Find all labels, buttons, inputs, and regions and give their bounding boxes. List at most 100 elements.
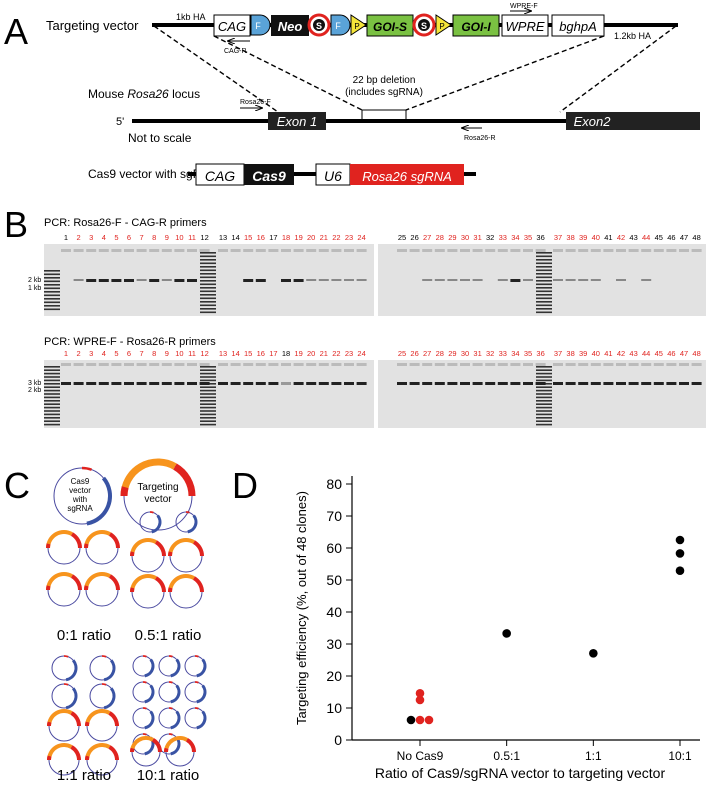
lane-number: 41 <box>604 233 612 242</box>
lane-number: 2 <box>77 349 81 358</box>
lane-number: 23 <box>345 349 353 358</box>
lane-number: 1 <box>64 233 68 242</box>
ladder-band <box>536 372 552 375</box>
gel-band <box>641 279 652 281</box>
gel-band <box>578 382 589 385</box>
gel-band <box>161 382 172 385</box>
ladder-band <box>536 290 552 293</box>
cas9-plasmid <box>132 655 155 678</box>
goii-label: GOI-I <box>461 20 491 34</box>
gel-well <box>523 249 533 252</box>
data-point <box>415 715 425 725</box>
gel-well <box>472 363 483 366</box>
lane-number: 31 <box>473 349 481 358</box>
ladder-band <box>44 413 60 416</box>
cas9-plasmid <box>89 683 116 710</box>
gel-band <box>628 382 639 385</box>
y-tick-label: 80 <box>326 476 342 492</box>
ladder-band <box>200 255 216 258</box>
loxp-1-label: P <box>354 22 359 31</box>
gel-well <box>510 249 521 252</box>
gel-well <box>578 249 589 252</box>
ladder-band <box>200 252 216 254</box>
ladder-band <box>44 366 60 368</box>
ladder-band <box>44 294 60 297</box>
lane-number: 25 <box>398 233 406 242</box>
gel-well <box>434 363 445 366</box>
ha-left-label: 1kb HA <box>176 12 206 22</box>
cag-element <box>213 14 251 37</box>
lane-number: 47 <box>680 349 688 358</box>
gel-band <box>447 279 458 281</box>
u6-label: U6 <box>324 168 342 184</box>
gel-band <box>73 279 84 281</box>
lane-number: 12 <box>200 233 208 242</box>
ratio-label-1-1: 1:1 ratio <box>57 767 111 784</box>
y-tick-label: 30 <box>326 636 342 652</box>
ladder-band <box>536 369 552 371</box>
ladder-band <box>536 389 552 392</box>
gel-well <box>255 363 266 366</box>
x-tick-label: 0.5:1 <box>493 749 520 763</box>
lane-number: 48 <box>692 349 700 358</box>
ladder-band <box>200 396 216 399</box>
gel-well <box>230 249 241 252</box>
lane-number: 19 <box>294 233 302 242</box>
panel-d-letter: D <box>232 465 258 506</box>
gel-band <box>497 382 508 385</box>
data-points <box>406 535 685 725</box>
gel-band <box>409 382 420 385</box>
panel-a-letter: A <box>4 11 28 52</box>
gel-well <box>653 363 664 366</box>
gel-band <box>268 382 279 385</box>
gel-well <box>691 249 702 252</box>
ladder-band <box>536 255 552 258</box>
lane-number: 26 <box>410 349 418 358</box>
lane-number: 15 <box>244 349 252 358</box>
exon1-label: Exon 1 <box>277 114 317 129</box>
ladder-band <box>200 294 216 296</box>
cas9-plasmid <box>53 466 112 526</box>
cas9-gene-label: Cas9 <box>252 168 286 184</box>
gel-band <box>174 382 185 385</box>
ladder-band <box>200 280 216 282</box>
targeting-plasmid <box>168 538 204 573</box>
gel-well <box>318 363 329 366</box>
cas9-plasmid <box>51 655 78 682</box>
ladder-band <box>536 304 552 307</box>
lane-number: 10 <box>175 349 183 358</box>
gel-well <box>356 363 367 366</box>
ladder-band <box>44 376 60 378</box>
cas9-plasmid-label-1: Cas9 <box>71 477 90 486</box>
ladder-band <box>536 393 552 395</box>
cag-element-label: CAG <box>218 19 246 34</box>
neo-label: Neo <box>278 19 303 34</box>
ladder-band <box>200 386 216 388</box>
gel-well <box>344 249 354 252</box>
x-tick-label: 1:1 <box>585 749 602 763</box>
gel-band <box>434 279 445 281</box>
lane-number: 36 <box>536 349 544 358</box>
ladder1-label-1kb: 1 kb <box>28 285 41 292</box>
lane-number: 13 <box>219 349 227 358</box>
gel-band <box>344 382 354 385</box>
lane-number: 44 <box>642 349 650 358</box>
gel-well <box>409 363 420 366</box>
lane-number: 35 <box>524 349 532 358</box>
stop-2-label: S <box>421 21 427 31</box>
gel-well <box>331 363 342 366</box>
lane-number: 43 <box>629 233 637 242</box>
stop-1-label: S <box>316 21 322 31</box>
ladder-band <box>44 280 60 283</box>
ladder-band <box>200 273 216 275</box>
y-axis-label: Targeting efficiency (%, out of 48 clone… <box>294 491 309 725</box>
ladder-band <box>200 262 216 265</box>
gel-well <box>628 363 639 366</box>
gel-well <box>306 363 317 366</box>
gel-band <box>86 382 97 385</box>
lane-number: 36 <box>536 233 544 242</box>
gel-band <box>356 382 367 385</box>
targeting-plasmid <box>46 530 82 565</box>
gel-band <box>98 382 109 385</box>
